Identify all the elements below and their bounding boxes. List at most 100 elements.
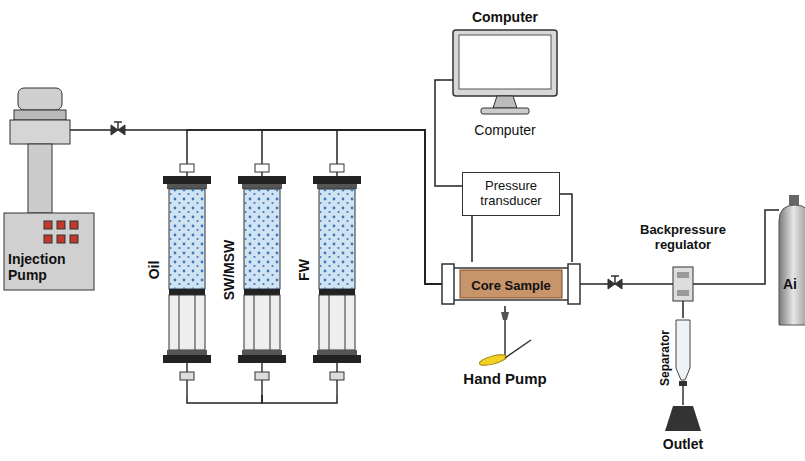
apparatus-label: Core Sample (471, 278, 550, 293)
drawing-part (114, 121, 122, 123)
apparatus-label: FW (296, 259, 312, 281)
drawing-part (270, 295, 271, 350)
drawing-part (453, 30, 557, 96)
drawing-part (330, 372, 344, 380)
drawing-part (169, 189, 205, 289)
drawing-part (336, 160, 338, 164)
drawing-part (614, 276, 616, 284)
apparatus-label: Oil (146, 261, 162, 280)
text-slot: Injection Pump (8, 251, 94, 284)
drawing-part (169, 289, 205, 295)
drawing-part (459, 35, 551, 89)
drawing-part (244, 189, 280, 289)
tubing-line (682, 404, 684, 405)
tubing-line (262, 395, 337, 403)
tubing-line (560, 194, 572, 262)
apparatus-node: Backpressure regulator (635, 222, 731, 302)
drawing-part (238, 355, 286, 363)
text-slot: SW/MSW (220, 240, 238, 301)
drawing-part (682, 386, 684, 404)
apparatus-node: SW/MSW (220, 160, 286, 395)
apparatus-node: Hand Pump (455, 312, 555, 394)
drawing-part (44, 235, 52, 243)
drawing-part (319, 295, 355, 350)
drawing-part (481, 108, 529, 114)
drawing-part (14, 110, 66, 120)
drawing-part (70, 129, 96, 131)
drawing-part (789, 195, 799, 205)
drawing-part (679, 381, 687, 386)
drawing-part (317, 350, 357, 355)
tubing-line (187, 395, 262, 403)
drawing-part (501, 312, 509, 320)
drawing-part (568, 264, 580, 304)
tubing-line (471, 216, 473, 262)
drawing-part (255, 372, 269, 380)
drawing-part (179, 295, 180, 350)
apparatus-node: Core Sample (442, 262, 580, 306)
text-slot: Oil (145, 261, 163, 280)
apparatus-illustration (445, 8, 565, 140)
apparatus-label: Hand Pump (463, 370, 546, 387)
drawing-part (167, 184, 207, 189)
apparatus-label: Computer (472, 9, 538, 25)
drawing-part (319, 189, 355, 289)
apparatus-node: Pressure transducer (462, 172, 560, 216)
drawing-part (242, 350, 282, 355)
apparatus-node: Oil (145, 160, 211, 395)
drawing-part (180, 372, 194, 380)
text-slot: Separator (655, 330, 673, 386)
valve-symbol (608, 276, 622, 289)
drawing-part (676, 320, 690, 380)
text-slot: Pressure transducer (463, 178, 559, 209)
drawing-part (313, 355, 361, 363)
drawing-part (167, 350, 207, 355)
drawing-part (244, 189, 280, 289)
drawing-part (330, 164, 344, 172)
drawing-part (345, 295, 346, 350)
drawing-part (673, 267, 693, 301)
drawing-part (336, 172, 338, 176)
drawing-part (635, 283, 673, 285)
text-slot: Computer (445, 121, 565, 139)
drawing-part (242, 184, 282, 189)
apparatus-illustration (775, 195, 805, 325)
drawing-part (261, 380, 263, 395)
drawing-part (186, 380, 188, 395)
apparatus-node: Injection Pump (4, 88, 96, 292)
drawing-part (186, 363, 188, 372)
apparatus-node: Ai (775, 195, 805, 325)
apparatus-label: Computer (474, 122, 535, 138)
drawing-part (238, 176, 286, 184)
drawing-part (317, 184, 357, 189)
drawing-part (244, 289, 280, 295)
drawing-part (460, 270, 562, 298)
drawing-part (261, 160, 263, 164)
drawing-part (186, 172, 188, 176)
tubing-line (731, 210, 779, 284)
drawing-part (18, 88, 62, 110)
drawing-part (70, 221, 78, 229)
drawing-part (169, 189, 205, 289)
drawing-part (493, 96, 517, 108)
drawing-part (665, 406, 701, 431)
drawing-part (478, 353, 507, 368)
apparatus-label: Injection Pump (8, 251, 94, 283)
drawing-part (329, 295, 330, 350)
drawing-part (70, 235, 78, 243)
text-slot: Computer (445, 8, 565, 26)
drawing-part (336, 363, 338, 372)
drawing-part (319, 189, 355, 289)
drawing-part (163, 355, 211, 363)
drawing-part (450, 268, 572, 300)
drawing-part (57, 221, 65, 229)
text-slot: Outlet (655, 435, 711, 453)
apparatus-label: Separator (658, 330, 672, 386)
drawing-part (319, 289, 355, 295)
drawing-part (169, 295, 205, 350)
apparatus-label: Pressure transducer (463, 178, 559, 208)
drawing-part (186, 160, 188, 164)
valve-symbol (111, 122, 125, 135)
text-slot: Backpressure regulator (635, 222, 731, 253)
